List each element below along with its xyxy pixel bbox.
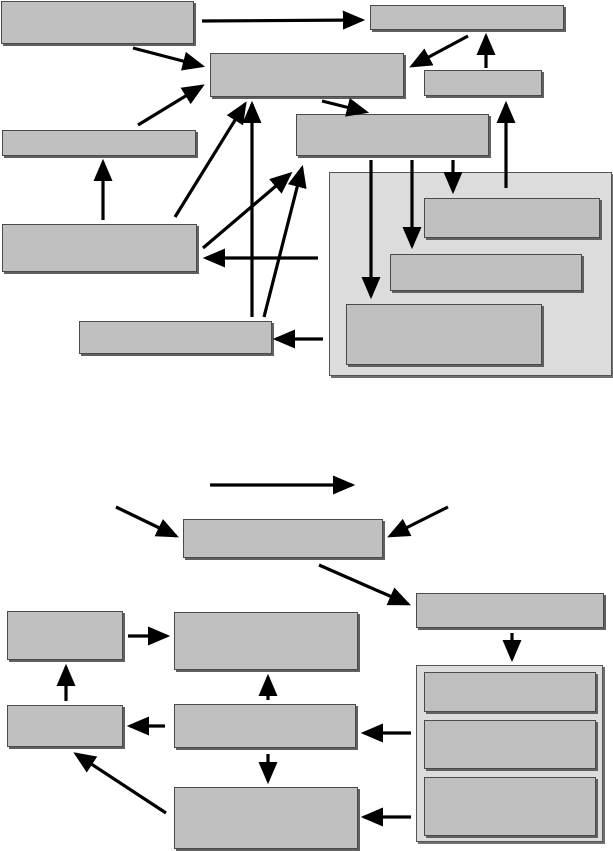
bottom-box-left-lower [7,705,123,747]
arrow-left-middle-to-hub [137,84,205,127]
bottom-box-center-lower [174,787,358,849]
top-box-left-middle [2,130,196,156]
top-box-upper-right [370,5,564,30]
bottom-box-panel-item-3 [424,777,596,836]
arrow-in-from-right [387,505,449,538]
top-box-upper-left [1,1,194,44]
arrow-left-lower-to-middle-right [201,171,293,250]
bottom-box-center-upper [174,612,358,670]
arrow-left-lower-to-hub [173,101,247,218]
top-box-bottom-center [79,321,272,354]
top-box-right-small [424,70,542,96]
bottom-box-center-middle [174,704,356,748]
top-box-panel-item-1 [424,198,600,238]
bottom-box-left-upper [7,611,123,660]
arrow-hub-to-middle-right [321,98,370,117]
bottom-box-panel-item-2 [424,720,596,769]
arrow-top-center-to-right [318,563,411,606]
top-box-panel-item-3 [346,304,542,365]
arrow-center-lower-to-left-lower [73,752,167,815]
top-box-left-lower [2,224,197,272]
top-box-panel-item-2 [390,254,582,291]
arrow-bottom-center-to-middle-right [262,164,307,318]
arrow-upper-left-to-upper-right [201,10,366,30]
arrow-upper-left-to-hub [132,46,206,71]
bottom-box-panel-item-1 [424,672,596,712]
arrow-in-from-left [115,505,179,538]
bottom-box-top-center [183,519,383,558]
bottom-box-right [416,593,604,628]
arrow-upper-right-to-hub [409,34,469,68]
top-box-middle-right [296,114,489,156]
top-box-center-hub [210,53,404,97]
